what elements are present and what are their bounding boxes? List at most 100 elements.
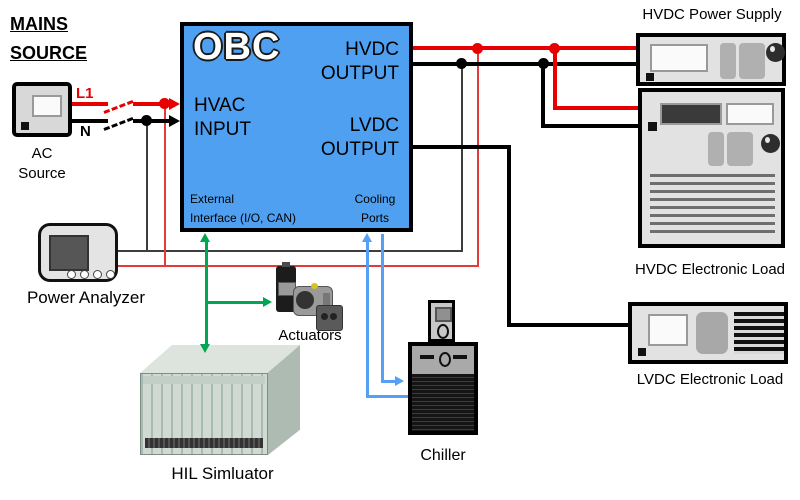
wire-n-segment — [72, 119, 108, 123]
electronic-load-switch — [648, 122, 657, 131]
sense-wire-black-horizontal — [117, 250, 463, 252]
wire-hvdc-red-branch-horizontal — [553, 106, 643, 110]
sense-wire-hvdc-red-vertical — [477, 48, 479, 267]
arrowhead-can-into-hil — [200, 344, 210, 353]
wire-lvdc-horizontal1 — [413, 145, 511, 149]
sense-wire-hvdc-black-vertical — [461, 64, 463, 252]
power-supply-knob — [766, 43, 785, 62]
obc-hvdc-line1: HVDC — [345, 39, 399, 60]
ac-source-button — [21, 122, 29, 130]
obc-cool-line2: Ports — [360, 211, 389, 225]
junction-dot-l1 — [159, 98, 170, 109]
label-l1: L1 — [76, 85, 94, 102]
arrowhead-can-into-actuators — [263, 297, 272, 307]
actuator-motor-port — [330, 313, 337, 320]
power-analyzer-button — [67, 270, 76, 279]
label-ac-source-line2: Source — [18, 165, 66, 182]
chiller-top-display — [435, 307, 452, 322]
chiller-device — [408, 342, 478, 435]
hvdc-electronic-load-device — [638, 88, 785, 248]
obc-title: OBC — [193, 26, 281, 68]
label-chiller: Chiller — [420, 447, 466, 464]
wire-hvdc-red — [413, 46, 640, 50]
arrowhead-n-into-obc — [169, 115, 180, 127]
power-supply-button — [720, 43, 736, 79]
obc-lvdc-output-port: LVDC OUTPUT — [299, 114, 399, 162]
actuator-rotary-end — [296, 291, 314, 309]
label-actuators: Actuators — [278, 327, 342, 344]
obc-hvac-input-port: HVAC INPUT — [194, 94, 251, 142]
wire-l1-to-obc — [133, 102, 171, 106]
obc-lvdc-line2: OUTPUT — [320, 139, 399, 160]
junction-dot-hvdc-black-sense — [456, 58, 467, 69]
electronic-load-button — [708, 132, 724, 166]
power-analyzer-button — [106, 270, 115, 279]
lvdc-electronic-load-device — [628, 302, 788, 364]
sense-wire-neutral-vertical — [146, 121, 148, 252]
chiller-panel-dash — [420, 355, 434, 359]
power-analyzer-device — [38, 223, 118, 282]
lvdc-load-button — [696, 312, 728, 354]
power-analyzer-button — [80, 270, 89, 279]
obc-external-interface-port: External Interface (I/O, CAN) — [190, 190, 296, 228]
lvdc-load-display — [648, 314, 688, 346]
actuator-rotary-body — [323, 293, 330, 309]
obc-block: OBC HVDC OUTPUT HVAC INPUT LVDC OUTPUT E… — [180, 22, 413, 232]
obc-hvac-line2: INPUT — [194, 119, 251, 140]
wire-can-vertical — [205, 241, 208, 345]
arrowhead-coolant-into-obc — [362, 233, 372, 242]
junction-dot-hvdc-red-branch — [549, 43, 560, 54]
wire-lvdc-vertical — [507, 145, 511, 327]
hil-simulator-device — [140, 345, 300, 455]
wire-coolant-supply-vertical — [381, 234, 384, 383]
wire-can-branch-horizontal — [205, 301, 263, 304]
arrowhead-l1-into-obc — [169, 98, 180, 110]
actuator-motor — [316, 305, 343, 331]
obc-hvdc-output-port: HVDC OUTPUT — [299, 38, 399, 86]
wire-hvdc-black-branch-vertical — [541, 62, 545, 128]
label-power-analyzer: Power Analyzer — [26, 288, 146, 307]
ac-source-screen — [32, 95, 62, 117]
chiller-vent-body — [412, 374, 474, 431]
chiller-top-unit — [428, 300, 455, 342]
electronic-load-display — [726, 103, 774, 125]
power-analyzer-screen — [49, 235, 89, 271]
lvdc-load-vents — [734, 312, 784, 354]
electronic-load-dark-display — [660, 103, 722, 125]
obc-hvdc-line2: OUTPUT — [320, 63, 399, 84]
actuator-valve-cap — [282, 262, 290, 267]
wire-hvdc-black-branch-horizontal — [541, 124, 643, 128]
label-hvdc-power-supply: HVDC Power Supply — [642, 6, 782, 23]
hil-vent — [145, 438, 263, 448]
label-hvdc-electronic-load: HVDC Electronic Load — [634, 261, 786, 278]
electronic-load-knob — [761, 134, 780, 153]
junction-dot-n — [141, 115, 152, 126]
electronic-load-vents — [650, 174, 775, 238]
junction-dot-hvdc-black-branch — [538, 58, 549, 69]
wire-lvdc-horizontal2 — [507, 323, 632, 327]
arrowhead-can-into-obc — [200, 233, 210, 242]
wire-coolant-return-vertical — [366, 240, 369, 398]
ac-source-device — [12, 82, 72, 137]
wire-hvdc-red-branch-vertical — [553, 46, 557, 110]
obc-lvdc-line1: LVDC — [349, 115, 399, 136]
label-lvdc-electronic-load: LVDC Electronic Load — [636, 371, 784, 388]
wire-coolant-return-horizontal — [366, 395, 408, 398]
chiller-panel-dash — [453, 355, 467, 359]
mains-source-line2: SOURCE — [10, 43, 88, 63]
label-hil-simulator: HIL Simluator — [171, 464, 274, 483]
actuator-motor-port — [321, 313, 328, 320]
label-ac-source-line1: AC — [31, 145, 53, 162]
wire-hvdc-black — [413, 62, 640, 66]
power-supply-switch — [646, 73, 654, 81]
hil-card-header — [143, 376, 265, 384]
power-analyzer-button — [93, 270, 102, 279]
wire-n-to-obc — [133, 119, 171, 123]
hil-front-face — [140, 373, 268, 455]
mains-source-line1: MAINS — [10, 14, 68, 34]
obc-cooling-ports: Cooling Ports — [347, 190, 403, 228]
wire-l1-segment — [72, 102, 108, 106]
chiller-top-gauge — [437, 324, 449, 339]
arrowhead-coolant-into-chiller — [395, 376, 404, 386]
